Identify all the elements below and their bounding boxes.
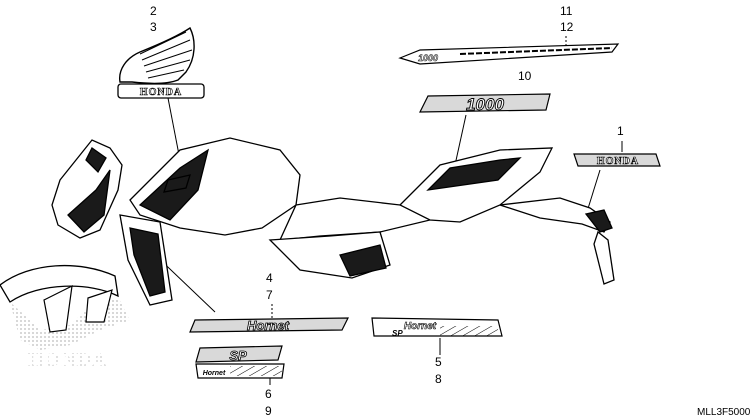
callout-6: 6 [265, 387, 272, 401]
displacement-text: 1000 [466, 95, 504, 114]
callout-1: 1 [617, 124, 624, 138]
fender-watermark-text: HONDA [28, 349, 107, 371]
callout-2: 2 [150, 4, 157, 18]
sp-badge-hornet-text: Hornet [203, 370, 226, 377]
callout-11: 11 [560, 4, 573, 18]
wing-icon [119, 26, 195, 85]
honda-side-decal: HONDA [573, 153, 661, 167]
callout-3: 3 [150, 20, 157, 34]
callout-10: 10 [518, 69, 532, 83]
wing-emblem-decal: HONDA [117, 26, 205, 99]
callout-9: 9 [265, 404, 272, 418]
callout-7: 7 [266, 288, 273, 302]
honda-side-text: HONDA [597, 156, 639, 167]
hornet-text: Hornet [247, 318, 290, 333]
callout-12: 12 [560, 20, 574, 34]
displacement-decal: 1000 [419, 93, 551, 114]
callout-5: 5 [435, 355, 442, 369]
hornet-right-text: Hornet [404, 321, 437, 332]
hornet-decal: Hornet [189, 317, 349, 333]
diagram-code: MLL3F5000 [697, 407, 751, 418]
sp-badge-text: SP [229, 348, 247, 363]
front-fender: HONDA [0, 264, 130, 371]
callout-8: 8 [435, 372, 442, 386]
tail-stripe-text: 1000 [418, 53, 438, 63]
leader-lines [149, 36, 623, 385]
wing-honda-text: HONDA [140, 87, 182, 98]
tail-stripe-decal: 1000 [398, 43, 620, 65]
callout-4: 4 [266, 271, 273, 285]
motorcycle-body [51, 137, 615, 306]
sp-badge-decal: SP Hornet [195, 345, 285, 379]
hornet-sp-decal-right: Hornet SP [371, 317, 503, 338]
sp-right-text: SP [392, 329, 403, 338]
